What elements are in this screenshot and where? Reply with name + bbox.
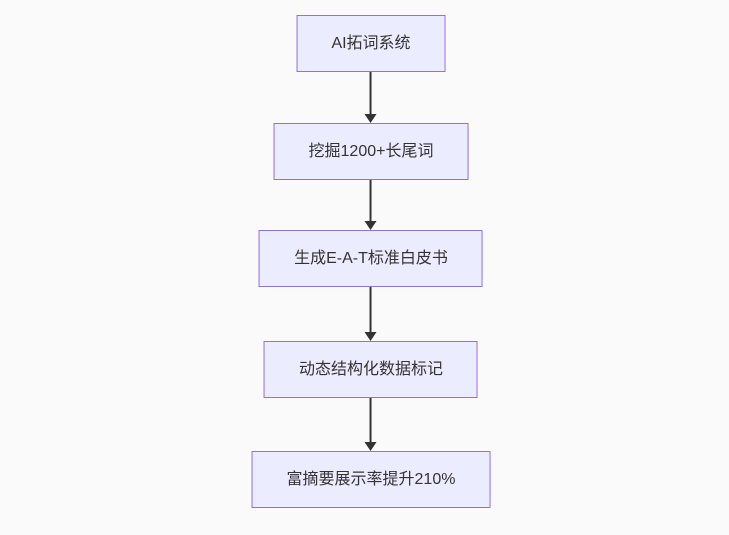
flow-node-ai-keyword-system: AI拓词系统	[296, 15, 446, 72]
flow-node-label: AI拓词系统	[331, 34, 411, 52]
arrowhead-down-icon	[365, 442, 377, 451]
edge-arrow-2	[364, 180, 378, 230]
arrowhead-down-icon	[365, 114, 377, 123]
edge-line	[370, 287, 372, 333]
flow-node-longtail-mining: 挖掘1200+长尾词	[273, 123, 469, 180]
edge-line	[370, 180, 372, 222]
edge-arrow-4	[364, 398, 378, 451]
edge-arrow-1	[364, 72, 378, 123]
flow-node-label: 生成E-A-T标准白皮书	[294, 249, 448, 267]
flowchart: AI拓词系统 挖掘1200+长尾词 生成E-A-T标准白皮书 动态结构化数据标记	[251, 15, 491, 508]
edge-arrow-3	[364, 287, 378, 341]
arrowhead-down-icon	[365, 332, 377, 341]
flow-node-structured-data-markup: 动态结构化数据标记	[263, 341, 478, 398]
flow-node-label: 挖掘1200+长尾词	[308, 142, 434, 160]
flow-node-label: 动态结构化数据标记	[298, 360, 443, 378]
flow-node-rich-snippet-result: 富摘要展示率提升210%	[251, 451, 491, 508]
edge-line	[370, 398, 372, 443]
edge-line	[370, 72, 372, 115]
flow-node-label: 富摘要展示率提升210%	[286, 470, 456, 488]
arrowhead-down-icon	[365, 221, 377, 230]
flow-node-eat-whitepaper: 生成E-A-T标准白皮书	[259, 230, 483, 287]
